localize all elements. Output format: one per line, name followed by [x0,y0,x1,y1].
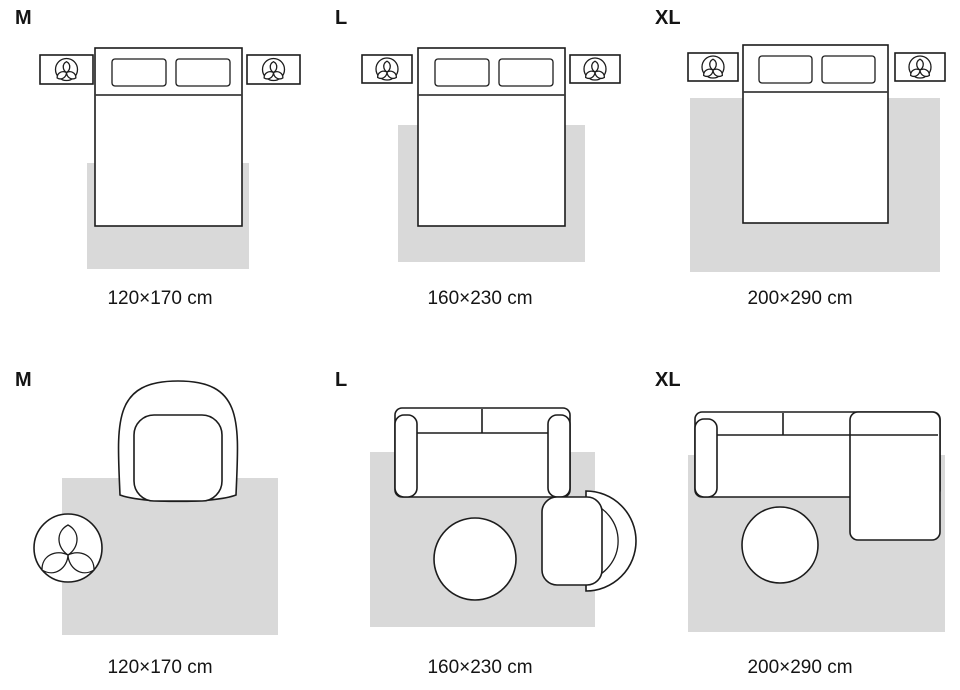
sofa [394,407,571,498]
bed [94,47,243,227]
size-letter: M [15,7,32,29]
panel-living-m: M 120×170 cm [0,345,320,690]
coffee-table [433,517,517,601]
panel-bedroom-m: M 120×170 cm [0,0,320,345]
size-caption: 200×290 cm [747,288,853,309]
size-caption: 120×170 cm [107,288,213,309]
nightstand-left [39,54,94,85]
size-letter: L [335,7,348,29]
size-letter: L [335,369,348,391]
bedroom-diagram-l [361,47,621,262]
bed [742,44,889,224]
panel-living-l: L 160×230 cm [320,345,640,690]
panel-bedroom-l: L 160×230 cm [320,0,640,345]
living-room-diagram-m [33,380,278,635]
size-letter: XL [655,369,681,391]
sectional-sofa [694,411,941,541]
bed [417,47,566,227]
size-caption: 160×230 cm [427,657,533,678]
nightstand-right [894,52,946,82]
panel-living-xl: XL 200×290 cm [640,345,960,690]
size-caption: 160×230 cm [427,288,533,309]
panel-bedroom-xl: XL 200×290 cm [640,0,960,345]
living-room-diagram-l [370,407,637,627]
armchair [117,380,239,503]
living-room-diagram-xl [688,411,945,632]
size-letter: XL [655,7,681,29]
size-caption: 200×290 cm [747,657,853,678]
armchair-side [541,490,637,592]
nightstand-left [687,52,739,82]
nightstand-right [246,54,301,85]
nightstand-left [361,54,413,84]
coffee-table [741,506,819,584]
size-caption: 120×170 cm [107,657,213,678]
nightstand-right [569,54,621,84]
bedroom-diagram-m [39,47,301,269]
plant [33,513,103,583]
size-letter: M [15,369,32,391]
bedroom-diagram-xl [687,44,946,272]
